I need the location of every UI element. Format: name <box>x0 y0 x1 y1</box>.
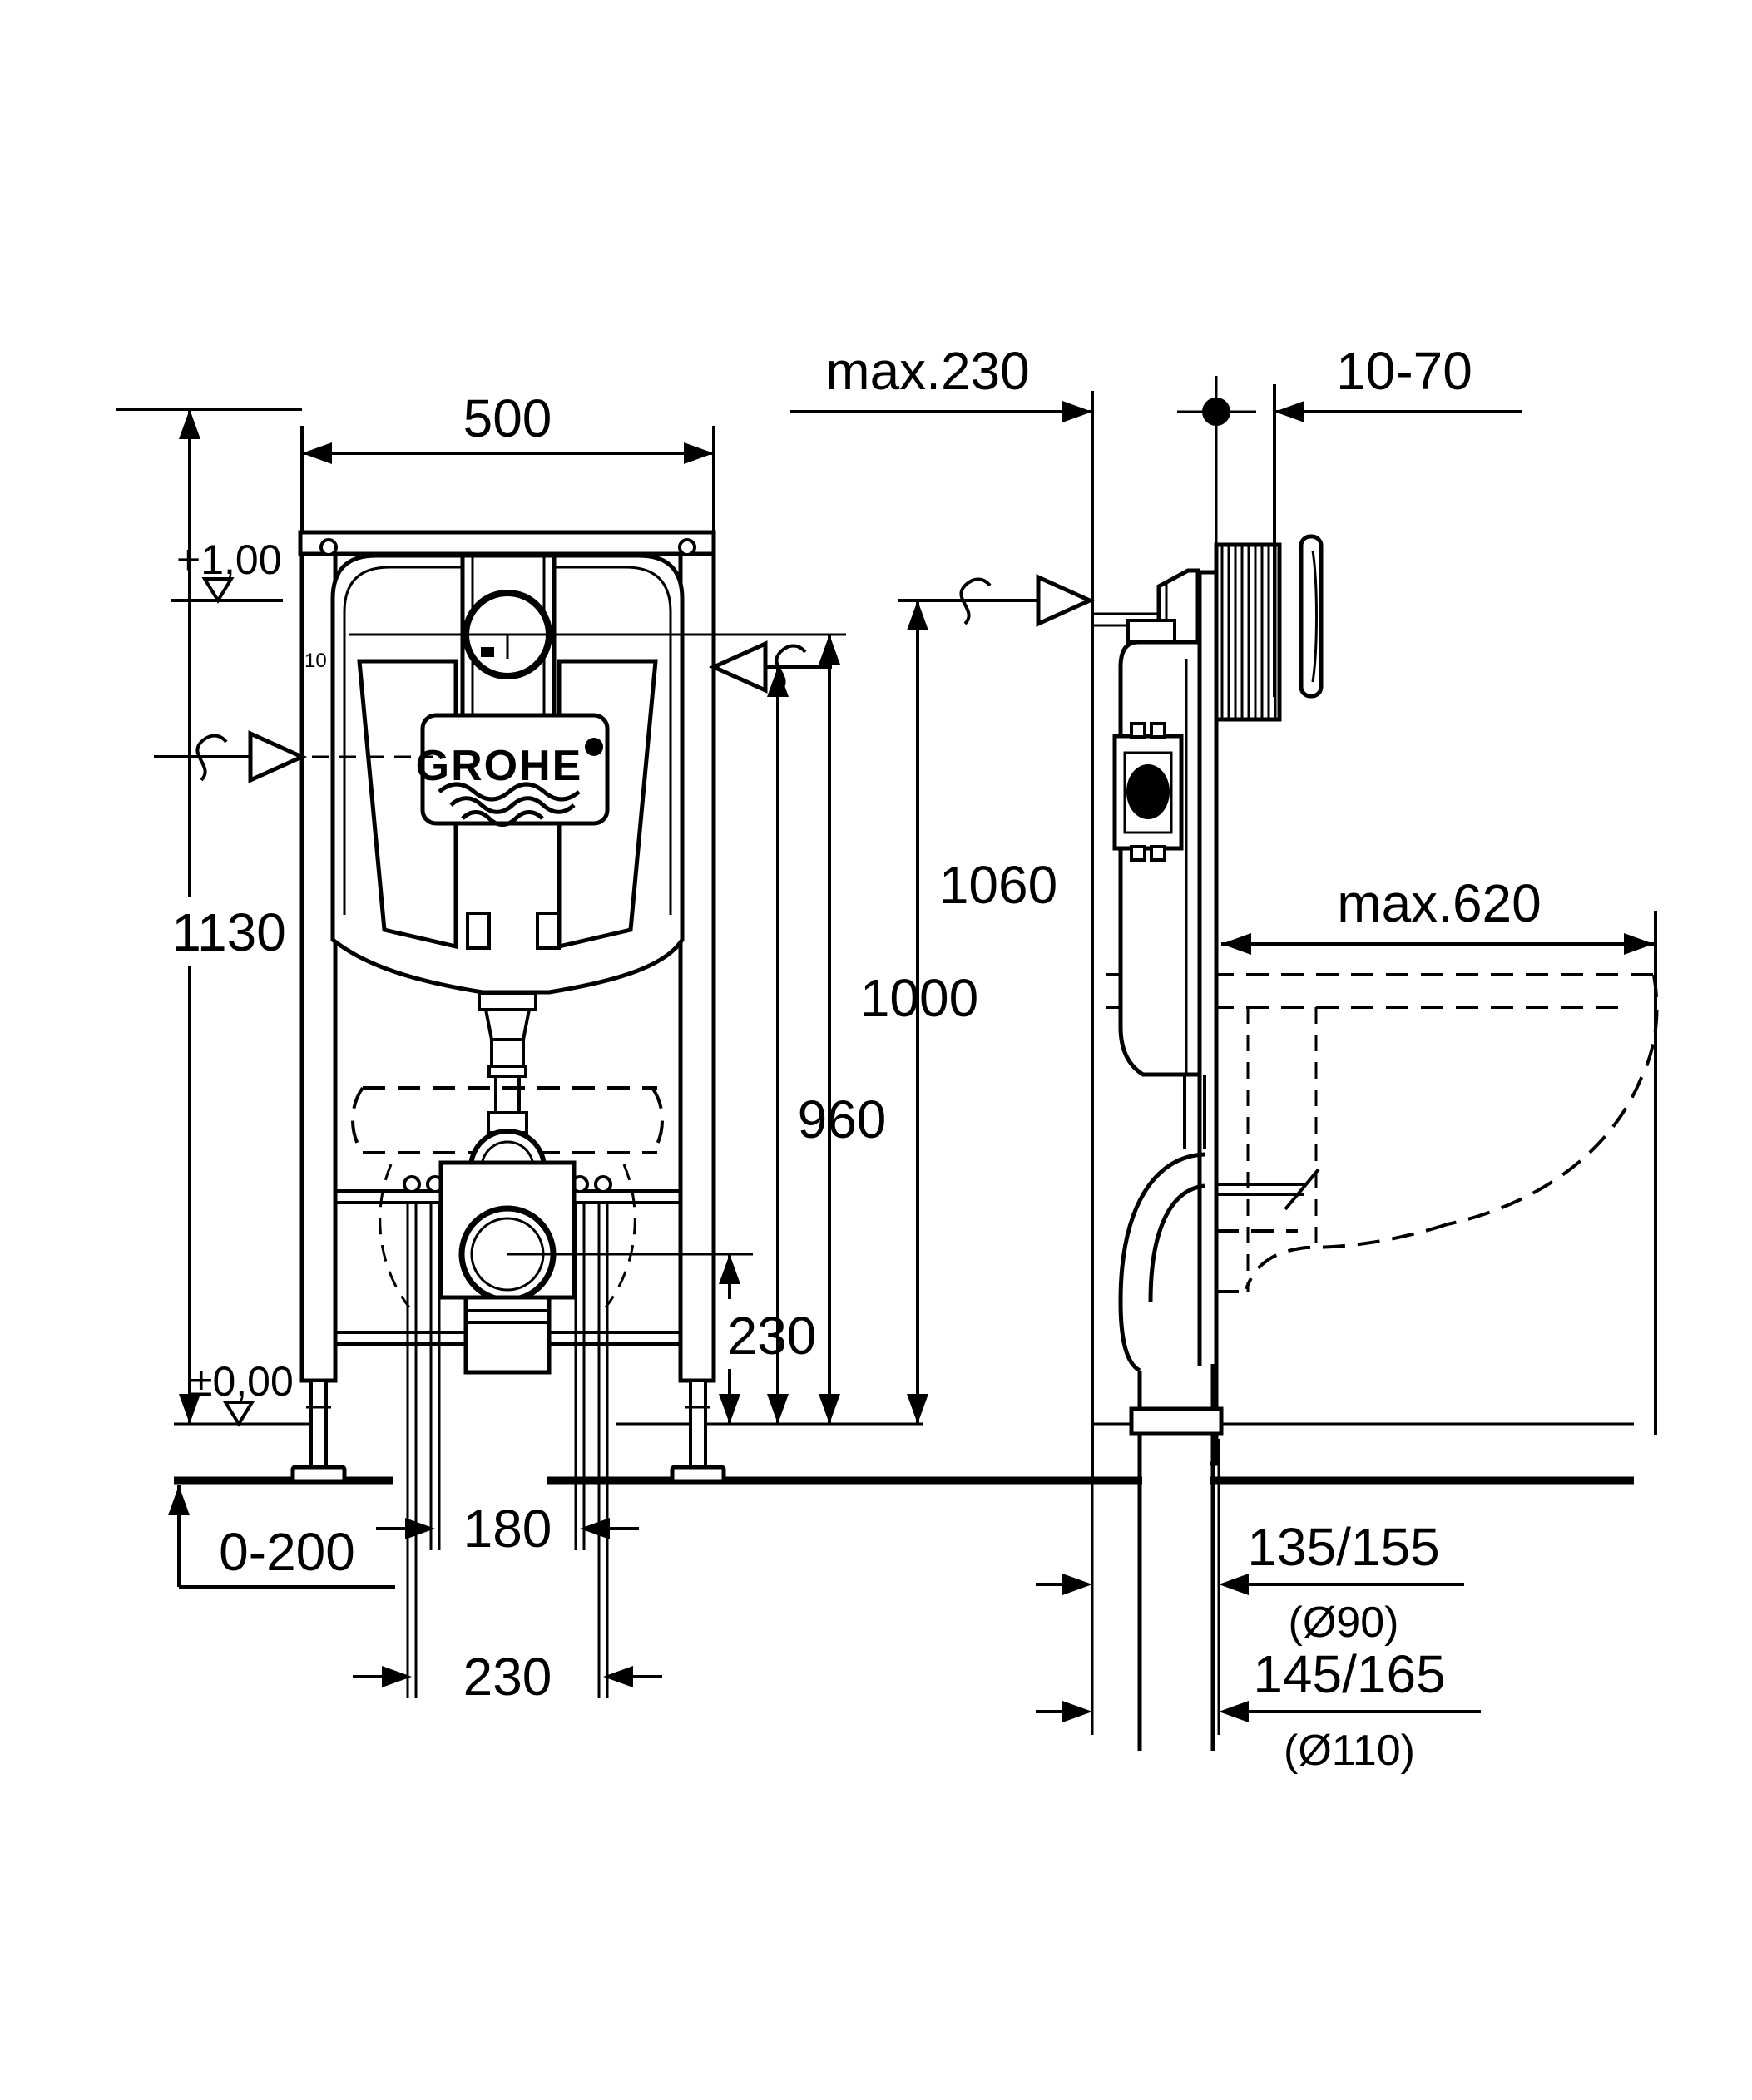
side-cistern <box>1112 619 1202 1077</box>
svg-text:230: 230 <box>728 1306 817 1366</box>
level-mark-plus-100: +1,00 <box>171 536 283 604</box>
dim-drain-height: 230 <box>719 1254 816 1424</box>
brand-logo-text: GROHE <box>416 742 583 790</box>
svg-text:max.230: max.230 <box>825 341 1029 401</box>
dim-frame-height: 1130 <box>116 408 302 1424</box>
dim-wall-distance: max.230 <box>790 341 1092 422</box>
level-mark-zero: ±0,00 <box>190 1358 294 1427</box>
dim-bowl-projection: max.620 <box>1221 873 1657 1435</box>
side-front-rail <box>1197 570 1219 1466</box>
dim-anchor-height: 1000 <box>819 635 978 1424</box>
dim-outlet-110: 145/165 (Ø110) <box>1036 1644 1481 1775</box>
svg-text:max.620: max.620 <box>1337 873 1541 933</box>
adjustable-feet <box>290 1379 726 1484</box>
logo-wave-icon <box>438 782 581 802</box>
dim-stud-spacing-wide: 230 <box>353 1647 662 1707</box>
supply-connection-point <box>1177 376 1256 642</box>
water-inlet-arrow-right <box>708 640 832 694</box>
flush-pipe <box>478 991 537 1113</box>
svg-text:0-200: 0-200 <box>219 1522 355 1582</box>
dim-stud-spacing-narrow: 180 <box>376 1499 639 1559</box>
bowl-stud <box>1216 1168 1320 1211</box>
valve-port <box>1126 764 1170 819</box>
svg-text:145/165: 145/165 <box>1253 1644 1445 1704</box>
svg-text:180: 180 <box>463 1499 552 1559</box>
top-plate <box>298 530 716 556</box>
dim-supply-height: 1060 <box>907 600 1057 1424</box>
side-view <box>1091 391 1659 1751</box>
svg-text:960: 960 <box>798 1090 887 1149</box>
wall-finish-hatch <box>1214 542 1282 722</box>
dim-flush-line-height: 960 <box>767 667 886 1424</box>
svg-text:(Ø90): (Ø90) <box>1289 1598 1399 1647</box>
svg-text:1130: 1130 <box>171 902 286 962</box>
svg-text:+1,00: +1,00 <box>176 536 282 583</box>
svg-text:230: 230 <box>463 1647 552 1707</box>
water-inlet-arrow-left <box>154 730 433 783</box>
svg-text:(Ø110): (Ø110) <box>1284 1727 1415 1775</box>
svg-text:±0,00: ±0,00 <box>190 1358 294 1405</box>
drain-outlet <box>438 1160 577 1375</box>
plate-screw-left <box>319 538 338 556</box>
rail-mark: 10 <box>304 650 327 672</box>
side-plumbing <box>1118 1075 1224 1751</box>
right-rail <box>678 551 716 1383</box>
dim-finish-thickness: 10-70 <box>1273 341 1522 697</box>
plate-screw-right <box>678 538 696 556</box>
flush-plate-side <box>1299 534 1324 699</box>
dim-frame-width: 500 <box>300 388 715 532</box>
svg-text:500: 500 <box>463 388 552 448</box>
mounting-studs <box>406 1204 609 1698</box>
front-view: GROHE <box>290 530 726 1698</box>
svg-text:10-70: 10-70 <box>1336 341 1472 401</box>
floor-lines <box>174 1422 1634 1485</box>
dim-outlet-90: 135/155 (Ø90) <box>1036 1439 1464 1735</box>
registered-mark-icon <box>585 738 603 756</box>
left-rail <box>299 551 338 1383</box>
logo-plate: GROHE <box>416 713 610 827</box>
svg-text:1060: 1060 <box>939 855 1057 915</box>
supply-arrow-side <box>898 574 1096 627</box>
dim-floor-adjust: 0-200 <box>168 1485 395 1589</box>
svg-text:135/155: 135/155 <box>1247 1517 1439 1577</box>
drain-socket <box>1129 1406 1224 1436</box>
